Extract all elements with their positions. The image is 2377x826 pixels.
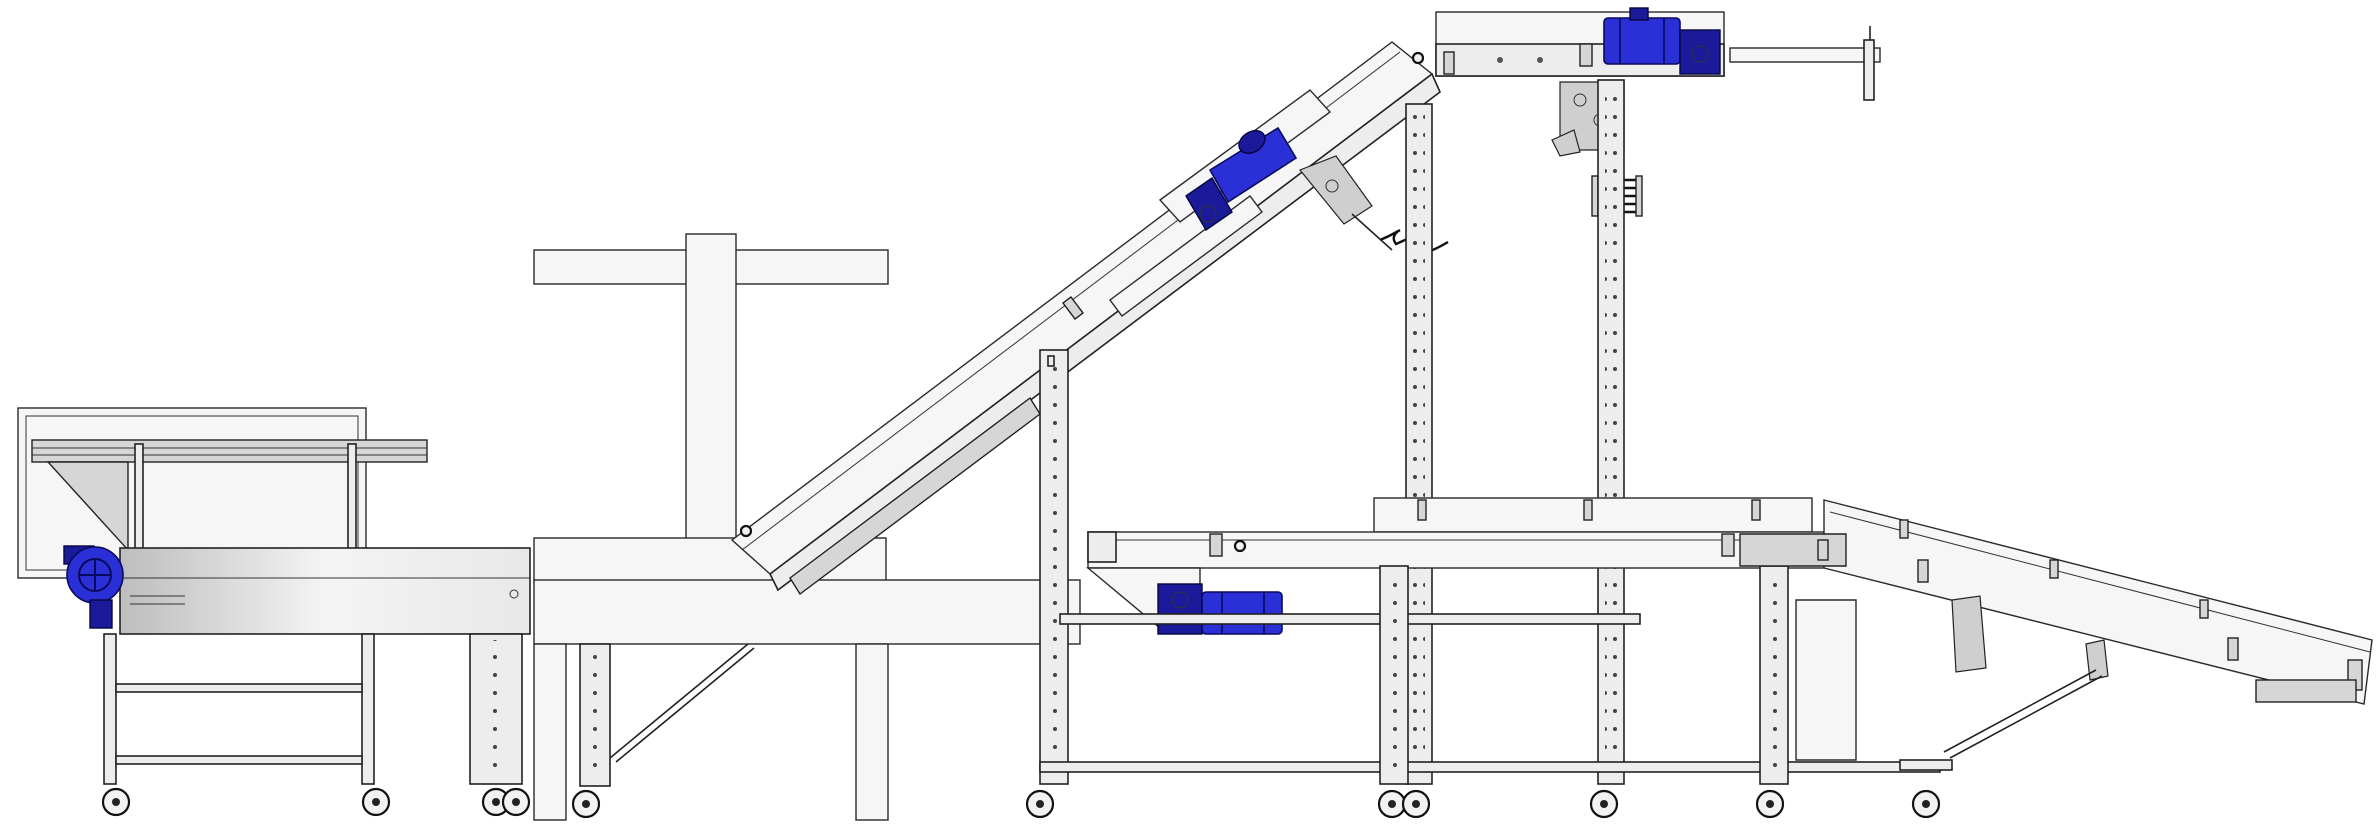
top-motor-icon — [1603, 7, 1721, 75]
t-stand-mast — [685, 233, 737, 583]
infeed-top-rail — [31, 439, 428, 463]
lower-guard-panel — [1373, 497, 1813, 533]
lower-transfer-conveyor — [1039, 497, 1941, 819]
infeed-motor-icon — [63, 545, 124, 629]
t-stand-frame — [533, 233, 1081, 821]
lower-belt — [1087, 531, 1825, 569]
incline-conveyor — [730, 41, 1449, 819]
t-stand-table — [533, 579, 1081, 645]
infeed-belt-conveyor — [17, 407, 531, 817]
t-stand-leg — [855, 643, 889, 821]
top-discharge-conveyor — [1377, 7, 1881, 819]
decline-outfeed-conveyor — [1739, 499, 2373, 819]
lower-motor-icon — [1157, 583, 1283, 635]
incline-motor-icon — [1185, 126, 1298, 232]
infeed-chute — [46, 461, 129, 552]
t-stand-leg — [533, 643, 567, 821]
incline-belt — [730, 41, 1434, 575]
infeed-bed — [119, 547, 531, 635]
